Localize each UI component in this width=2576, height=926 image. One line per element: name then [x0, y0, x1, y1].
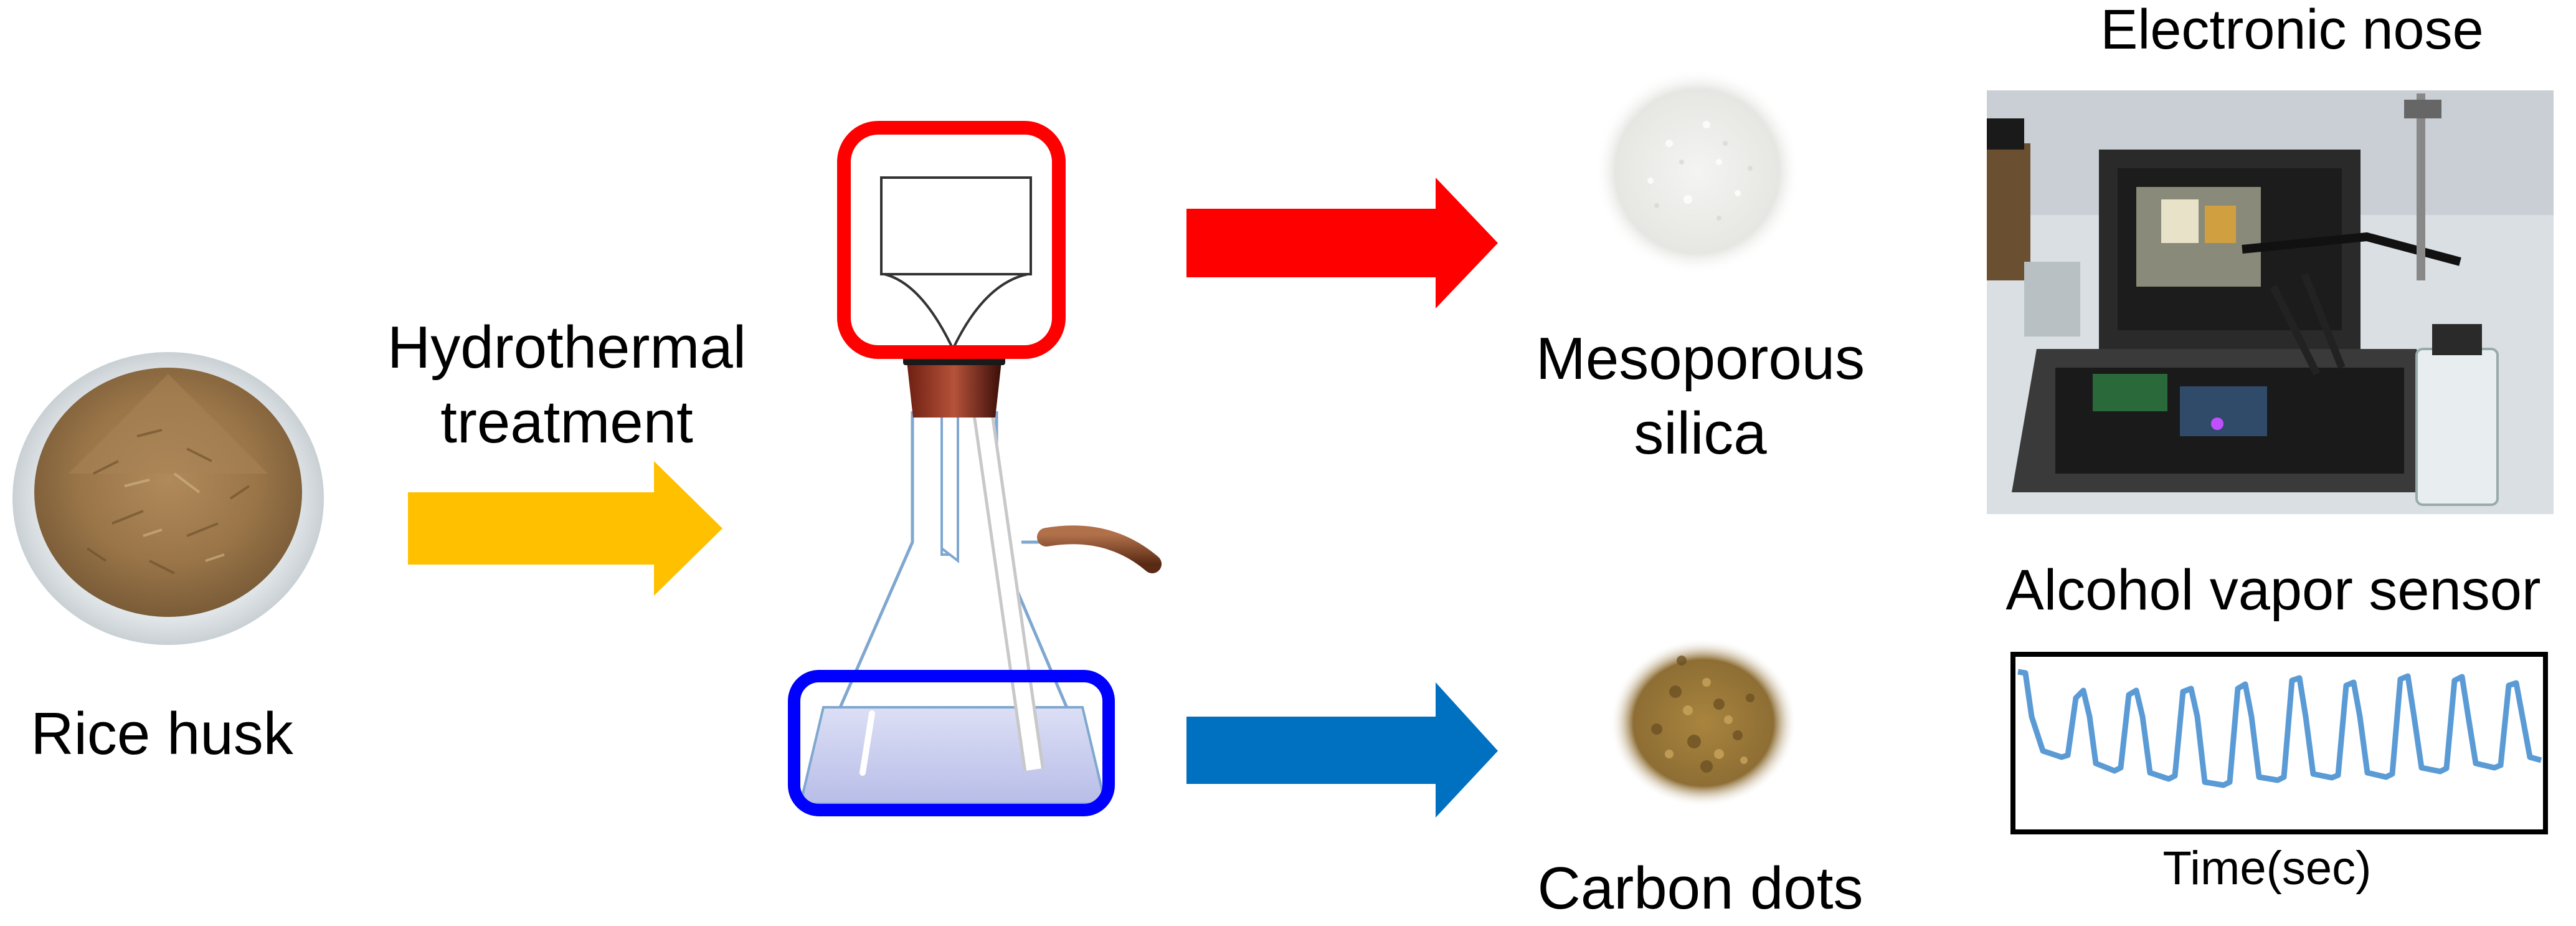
liquid-highlight-box	[788, 670, 1115, 816]
funnel-highlight-box	[837, 121, 1066, 359]
electronic-nose-photo	[1987, 90, 2554, 514]
silica-photo	[1594, 69, 1800, 274]
suction-flask	[801, 176, 1162, 806]
mesoporous-label-line2: silica	[1634, 400, 1767, 467]
carbon-dots-label: Carbon dots	[1537, 855, 1863, 922]
sensor-plot	[2010, 652, 2548, 834]
sensor-response-curve	[2017, 669, 2542, 788]
hydrothermal-label-line2: treatment	[440, 389, 693, 456]
alcohol-vapor-sensor-label: Alcohol vapor sensor	[2005, 558, 2541, 622]
red-arrow	[1186, 178, 1498, 308]
hydrothermal-treatment-label: Hydrothermal treatment	[361, 310, 772, 460]
yellow-arrow	[408, 461, 722, 596]
carbon-dots-photo	[1610, 639, 1797, 807]
mesoporous-label-line1: Mesoporous	[1535, 325, 1865, 392]
rice-husk-photo	[12, 352, 324, 645]
blue-arrow	[1186, 682, 1498, 818]
electronic-nose-label: Electronic nose	[2100, 0, 2484, 61]
mesoporous-silica-label: Mesoporous silica	[1489, 322, 1912, 471]
time-axis-label: Time(sec)	[2162, 842, 2372, 895]
rice-husk-label: Rice husk	[31, 700, 293, 767]
hydrothermal-label-line1: Hydrothermal	[387, 314, 747, 381]
